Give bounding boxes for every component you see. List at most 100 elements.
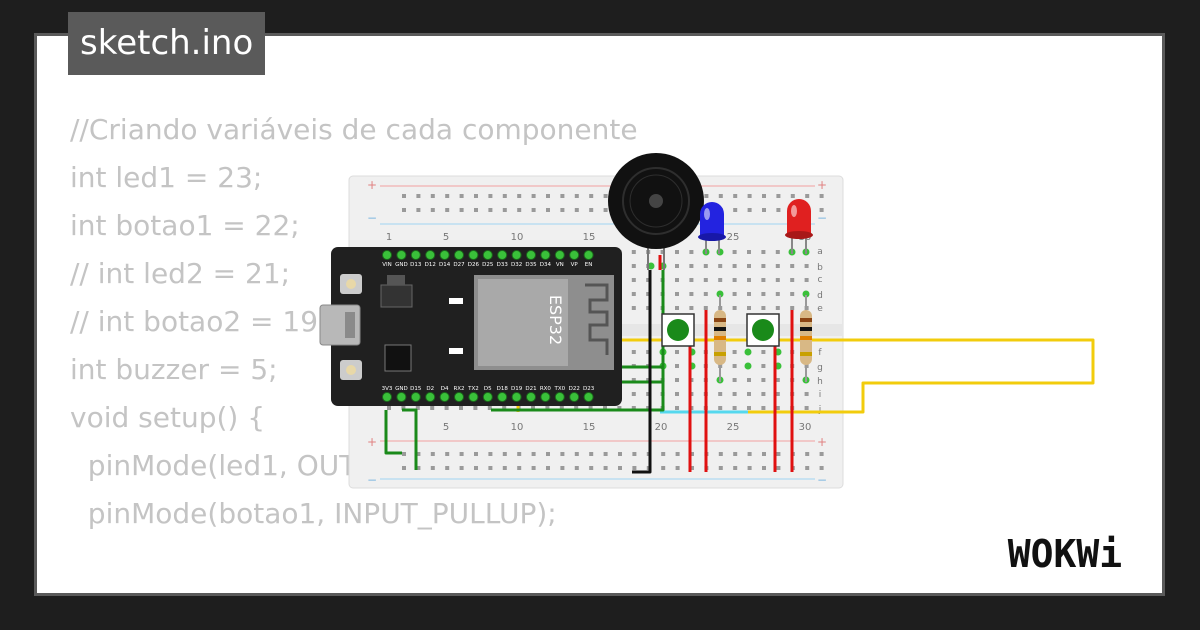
breadboard-hole [473, 406, 478, 410]
breadboard-hole [747, 406, 751, 410]
esp32-pin[interactable] [396, 250, 407, 260]
esp32-pin[interactable] [410, 250, 421, 260]
esp32-pin-label: VP [571, 262, 579, 268]
esp32-pin-label: D13 [410, 262, 422, 268]
rail-hole [603, 452, 608, 456]
column-label: 15 [583, 232, 596, 243]
rail-hole [718, 466, 723, 470]
buzzer[interactable] [608, 153, 704, 270]
breadboard-hole [631, 264, 636, 268]
esp32-pin[interactable] [482, 250, 493, 260]
esp32-pin[interactable] [468, 250, 479, 260]
breadboard-hole [675, 292, 679, 296]
wokwi-logo[interactable]: WOKWi [980, 530, 1150, 578]
esp32-pin[interactable] [540, 250, 551, 260]
led-red-body [787, 199, 811, 235]
breadboard-hole [401, 406, 406, 410]
rail-hole [762, 466, 766, 470]
esp32-pin[interactable] [439, 250, 450, 260]
led-red-highlight [791, 205, 797, 217]
rail-hole [776, 208, 781, 212]
esp32-pin-label: D32 [511, 262, 522, 268]
breadboard-hole [703, 306, 708, 310]
esp32-pin[interactable] [410, 392, 421, 402]
rail-minus-label: − [817, 211, 827, 225]
breadboard-hole [761, 350, 766, 354]
rail-hole [776, 194, 781, 198]
breadboard-hole [531, 406, 535, 410]
breadboard-hole [775, 278, 780, 282]
resistor-1[interactable] [714, 295, 726, 382]
esp32-pin[interactable] [468, 392, 479, 402]
esp32-pin-label: D19 [511, 386, 523, 392]
esp32-pin[interactable] [569, 392, 580, 402]
esp32-pin[interactable] [454, 392, 464, 402]
code-line: int buzzer = 5; [70, 353, 278, 386]
led-blue[interactable] [698, 202, 726, 254]
esp32-pin[interactable] [497, 250, 508, 260]
rail-hole [560, 466, 565, 470]
code-line: void setup() { [70, 401, 266, 434]
resistor-band [800, 327, 812, 331]
regulator-chip [380, 284, 413, 308]
esp32-pin[interactable] [425, 392, 436, 402]
breadboard-hole [646, 292, 651, 296]
buzzer-ring [629, 174, 683, 228]
bottom-column-labels: 5 10 15 20 25 30 [443, 422, 812, 433]
esp32-pin[interactable] [439, 392, 450, 402]
led-red[interactable] [785, 199, 813, 254]
breadboard-hole [804, 264, 809, 268]
breadboard-hole [545, 406, 550, 410]
rail-hole [416, 208, 421, 212]
esp32-pin-label: D33 [497, 262, 509, 268]
esp32-pin[interactable] [511, 392, 522, 402]
esp32-pin[interactable] [526, 250, 536, 260]
esp32-pin[interactable] [382, 250, 392, 260]
rail-hole [819, 208, 824, 212]
esp32-pin[interactable] [554, 250, 565, 260]
row-label: j [818, 405, 822, 415]
breadboard-hole [631, 250, 636, 254]
esp32-pin[interactable] [382, 392, 392, 402]
rail-hole [632, 466, 637, 470]
breadboard-hole [761, 392, 766, 396]
wire-green [384, 410, 402, 455]
file-tab[interactable]: sketch.ino [68, 12, 266, 75]
rail-plus-label: + [367, 435, 377, 449]
esp32-pin[interactable] [583, 392, 594, 402]
esp32-pin[interactable] [540, 392, 551, 402]
esp32-pin[interactable] [396, 392, 407, 402]
esp32-pin[interactable] [583, 250, 594, 260]
esp32-pin[interactable] [482, 392, 493, 402]
rail-hole [531, 466, 536, 470]
esp32-pin[interactable] [425, 250, 436, 260]
esp32-pin[interactable] [554, 392, 565, 402]
esp32-pin[interactable] [569, 250, 580, 260]
esp32-pin[interactable] [511, 250, 522, 260]
pushbutton-1[interactable] [661, 313, 695, 347]
breadboard-hole [415, 406, 420, 410]
breadboard-hole [675, 306, 679, 310]
resistor-2[interactable] [800, 295, 812, 382]
breadboard-hole [761, 306, 766, 310]
column-label: 10 [511, 422, 524, 433]
rail-hole [445, 194, 450, 198]
esp32-pin[interactable] [497, 392, 508, 402]
breadboard-hole [689, 250, 694, 254]
breadboard-hole [703, 292, 708, 296]
esp32-pin[interactable] [526, 392, 536, 402]
breadboard-hole [559, 406, 564, 410]
pushbutton-2[interactable] [746, 313, 780, 347]
rail-hole [618, 466, 622, 470]
esp32-pin-label: D21 [525, 386, 536, 392]
esp32-pin-label: GND [395, 262, 408, 268]
rail-hole [819, 194, 824, 198]
breadboard-hole [747, 292, 751, 296]
connection-dot [716, 290, 724, 298]
pushbutton-cap [752, 319, 774, 341]
breadboard-hole [487, 406, 492, 410]
rail-hole [733, 466, 738, 470]
esp32-pin-label: TX2 [467, 386, 479, 392]
esp32-pin[interactable] [454, 250, 464, 260]
